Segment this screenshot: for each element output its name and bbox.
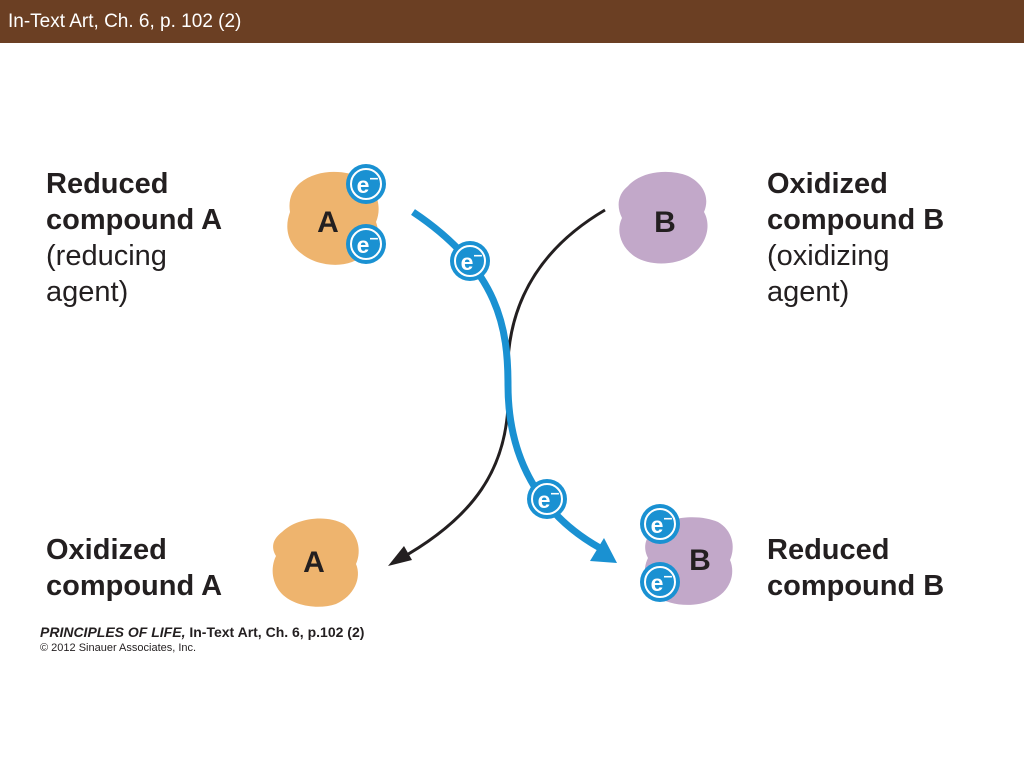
caption-line-1: PRINCIPLES OF LIFE, In-Text Art, Ch. 6, … (40, 624, 364, 641)
compound-b-letter-top: B (654, 206, 676, 239)
label-line: Reduced (767, 534, 890, 566)
return-arrowhead (388, 546, 412, 566)
electron-b-bottom-1: e – (640, 504, 680, 544)
electron-charge: – (474, 247, 483, 264)
electron-b-bottom-2: e – (640, 562, 680, 602)
electron-a-top-1: e – (346, 164, 386, 204)
label-oxidized-compound-a: Oxidized compound A (46, 532, 222, 604)
compound-b-letter-bottom: B (689, 544, 711, 577)
electron-ring (350, 168, 382, 200)
label-line: agent) (46, 276, 129, 308)
electron-symbol: e (357, 172, 370, 198)
electron-symbol: e (538, 487, 551, 513)
label-line: (oxidizing (767, 240, 890, 272)
electron-transfer-arrowhead (590, 538, 617, 563)
compound-a-oxidized-shape (272, 518, 359, 607)
electron-ring (644, 508, 676, 540)
title-bar: In-Text Art, Ch. 6, p. 102 (2) (0, 0, 1024, 43)
electron-charge: – (664, 510, 673, 527)
electron-symbol: e (651, 512, 664, 538)
figure-caption: PRINCIPLES OF LIFE, In-Text Art, Ch. 6, … (40, 624, 364, 656)
electron-ring (350, 228, 382, 260)
electron-charge: – (370, 230, 379, 247)
electron-ring (644, 566, 676, 598)
label-oxidized-compound-b: Oxidized compound B (oxidizing agent) (767, 166, 944, 310)
label-line: Oxidized (767, 168, 888, 200)
compound-b-oxidized-shape (618, 171, 708, 264)
compound-a-letter-top: A (317, 206, 339, 239)
electron-symbol: e (357, 232, 370, 258)
electron-a-top-2: e – (346, 224, 386, 264)
label-line: compound A (46, 204, 223, 236)
electron-symbol: e (461, 249, 474, 275)
electron-transfer-arrow (411, 209, 602, 552)
electron-symbol: e (651, 570, 664, 596)
electron-transfer-2: e – (527, 479, 567, 519)
electron-ring (454, 245, 486, 277)
electron-charge: – (370, 170, 379, 187)
caption-book-title: PRINCIPLES OF LIFE, (40, 624, 186, 640)
electron-ring (531, 483, 563, 515)
return-arrow (397, 208, 606, 562)
label-line: compound B (767, 570, 945, 602)
electron-charge: – (551, 485, 560, 502)
electron-transfer-1: e – (450, 241, 490, 281)
label-reduced-compound-a: Reduced compound A (reducing agent) (46, 166, 222, 310)
label-line: Oxidized (46, 534, 167, 566)
compound-a-letter-bottom: A (303, 546, 325, 579)
label-line: Reduced (46, 168, 169, 200)
slide-title: In-Text Art, Ch. 6, p. 102 (2) (8, 11, 242, 32)
label-line: agent) (767, 276, 850, 308)
electron-charge: – (664, 568, 673, 585)
label-line: compound B (767, 204, 945, 236)
label-line: compound A (46, 570, 223, 602)
caption-figure-ref: In-Text Art, Ch. 6, p.102 (2) (185, 624, 365, 640)
caption-copyright: © 2012 Sinauer Associates, Inc. (40, 642, 197, 654)
label-reduced-compound-b: Reduced compound B (767, 532, 944, 604)
label-line: (reducing (46, 240, 167, 272)
